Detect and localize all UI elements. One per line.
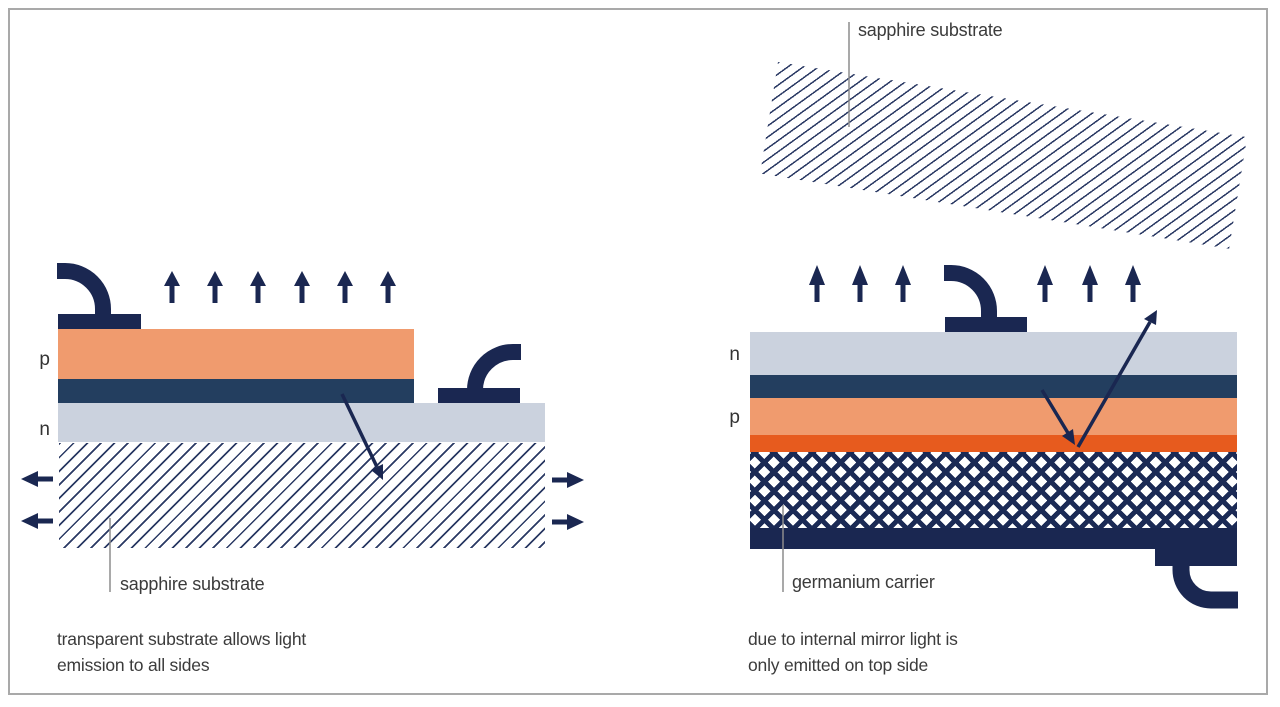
up-arrow — [337, 271, 353, 303]
right-arrow — [552, 472, 584, 488]
up-arrow — [207, 271, 223, 303]
left-light-emission-arrows-up — [164, 271, 396, 303]
up-arrow — [380, 271, 396, 303]
germanium-carrier-label: germanium carrier — [792, 572, 935, 592]
left-p-layer — [58, 329, 414, 379]
right-p-layer — [750, 398, 1237, 435]
left-caption: transparent substrate allows light emiss… — [57, 629, 307, 675]
right-top-bond-wire — [944, 265, 997, 322]
ray-down-arrow — [1040, 389, 1075, 445]
left-sapphire-substrate-hatch — [59, 443, 545, 548]
up-arrow — [895, 265, 911, 302]
right-sapphire-substrate-label: sapphire substrate — [858, 20, 1003, 40]
up-arrow — [809, 265, 825, 302]
right-light-emission-arrows-up — [809, 265, 1141, 302]
up-arrow — [1082, 265, 1098, 302]
up-arrow — [294, 271, 310, 303]
left-active-layer — [58, 379, 414, 403]
up-arrow — [164, 271, 180, 303]
right-caption: due to internal mirror light is only emi… — [748, 629, 958, 675]
left-side-emission-arrows — [21, 471, 584, 530]
right-mirror-crosshatch-layer — [750, 452, 1237, 528]
right-p-layer-label: p — [729, 407, 740, 428]
left-top-bond-wire — [57, 263, 111, 320]
right-bottom-bond-wire — [1172, 556, 1238, 609]
up-arrow — [852, 265, 868, 302]
left-sapphire-substrate-label: sapphire substrate — [120, 574, 265, 594]
up-arrow — [250, 271, 266, 303]
ray-reflected-up-arrow — [1076, 310, 1157, 448]
left-p-layer-label: p — [39, 349, 50, 370]
left-right-bond-wire — [467, 344, 521, 396]
left-ray-into-substrate-arrow — [340, 393, 383, 480]
right-mirror-reflection-arrows — [1040, 310, 1157, 448]
right-n-layer — [750, 332, 1237, 375]
right-arrow — [552, 514, 584, 530]
left-arrow — [21, 471, 53, 487]
up-arrow — [1125, 265, 1141, 302]
right-top-contact-pad — [945, 317, 1027, 332]
right-n-layer-label: n — [729, 344, 740, 365]
left-top-contact-pad — [58, 314, 141, 329]
left-arrow — [21, 513, 53, 529]
left-n-layer — [58, 403, 545, 442]
up-arrow — [1037, 265, 1053, 302]
right-germanium-carrier-bar — [750, 528, 1237, 549]
left-n-layer-label: n — [39, 419, 50, 440]
right-mirror-contact-layer — [750, 435, 1237, 452]
